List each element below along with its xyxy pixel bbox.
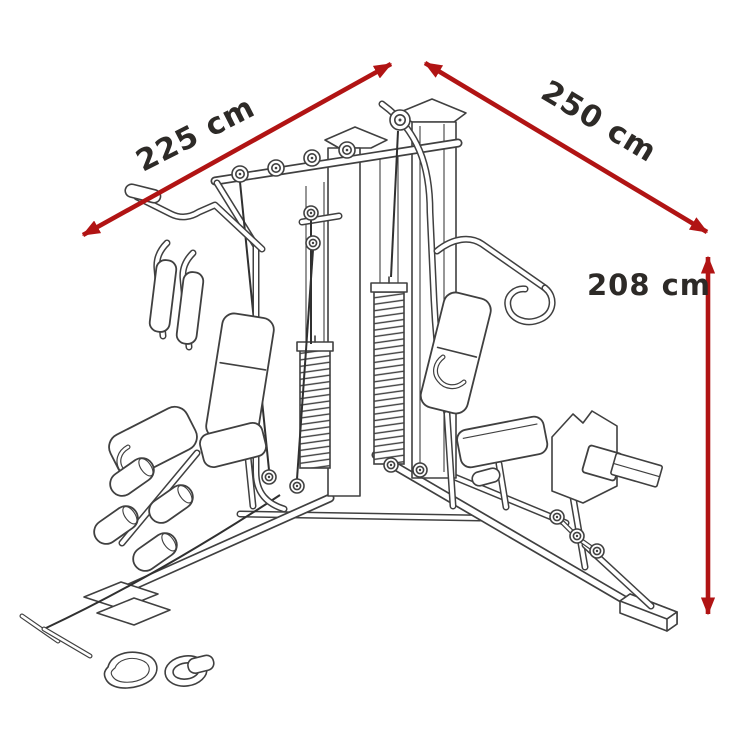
pulley [549,509,565,525]
pulley [303,205,319,221]
right-back-pad [419,291,492,415]
ankle-strap [103,651,158,689]
leg-roller-1 [109,457,155,497]
pulley [305,235,321,251]
shoulder-pad-1 [148,259,178,333]
pulley [383,457,399,473]
pulley [303,149,321,167]
left-press-station [93,183,284,572]
shield-plate [551,410,618,504]
pulley [389,109,411,131]
dimension-label-width: 250 cm [535,74,663,170]
pulley [261,469,277,485]
pulley [412,462,428,478]
straight-bar-handle [22,616,90,656]
pulley [569,528,585,544]
pulley [267,159,285,177]
front-left-foot-plate [83,581,159,610]
accessories [22,616,215,689]
dimension-arrow-width [423,61,709,234]
pulley [231,165,249,183]
accessory-cable [45,494,281,629]
front-left-foot-plate-2 [96,597,171,626]
right-seat-grip [471,467,501,487]
leg-roller-3 [93,505,139,545]
dimension-arrow-depth [81,61,393,238]
calf-squat-station [551,410,663,606]
single-grip-handle [164,654,215,687]
thigh-pad [108,405,198,479]
pulley [338,141,356,159]
right-press-station [419,239,552,507]
leg-roller-4 [132,532,178,572]
right-seat-pad [456,415,549,469]
bench-seat-pad [199,421,267,469]
pulley [589,543,605,559]
dimension-label-height: 208 cm [587,268,711,302]
shoulder-pad-2 [175,271,205,345]
leg-roller-2 [148,484,194,524]
weight-stack-right [370,276,408,465]
pulley [289,478,305,494]
calf-press-arm [610,452,663,488]
